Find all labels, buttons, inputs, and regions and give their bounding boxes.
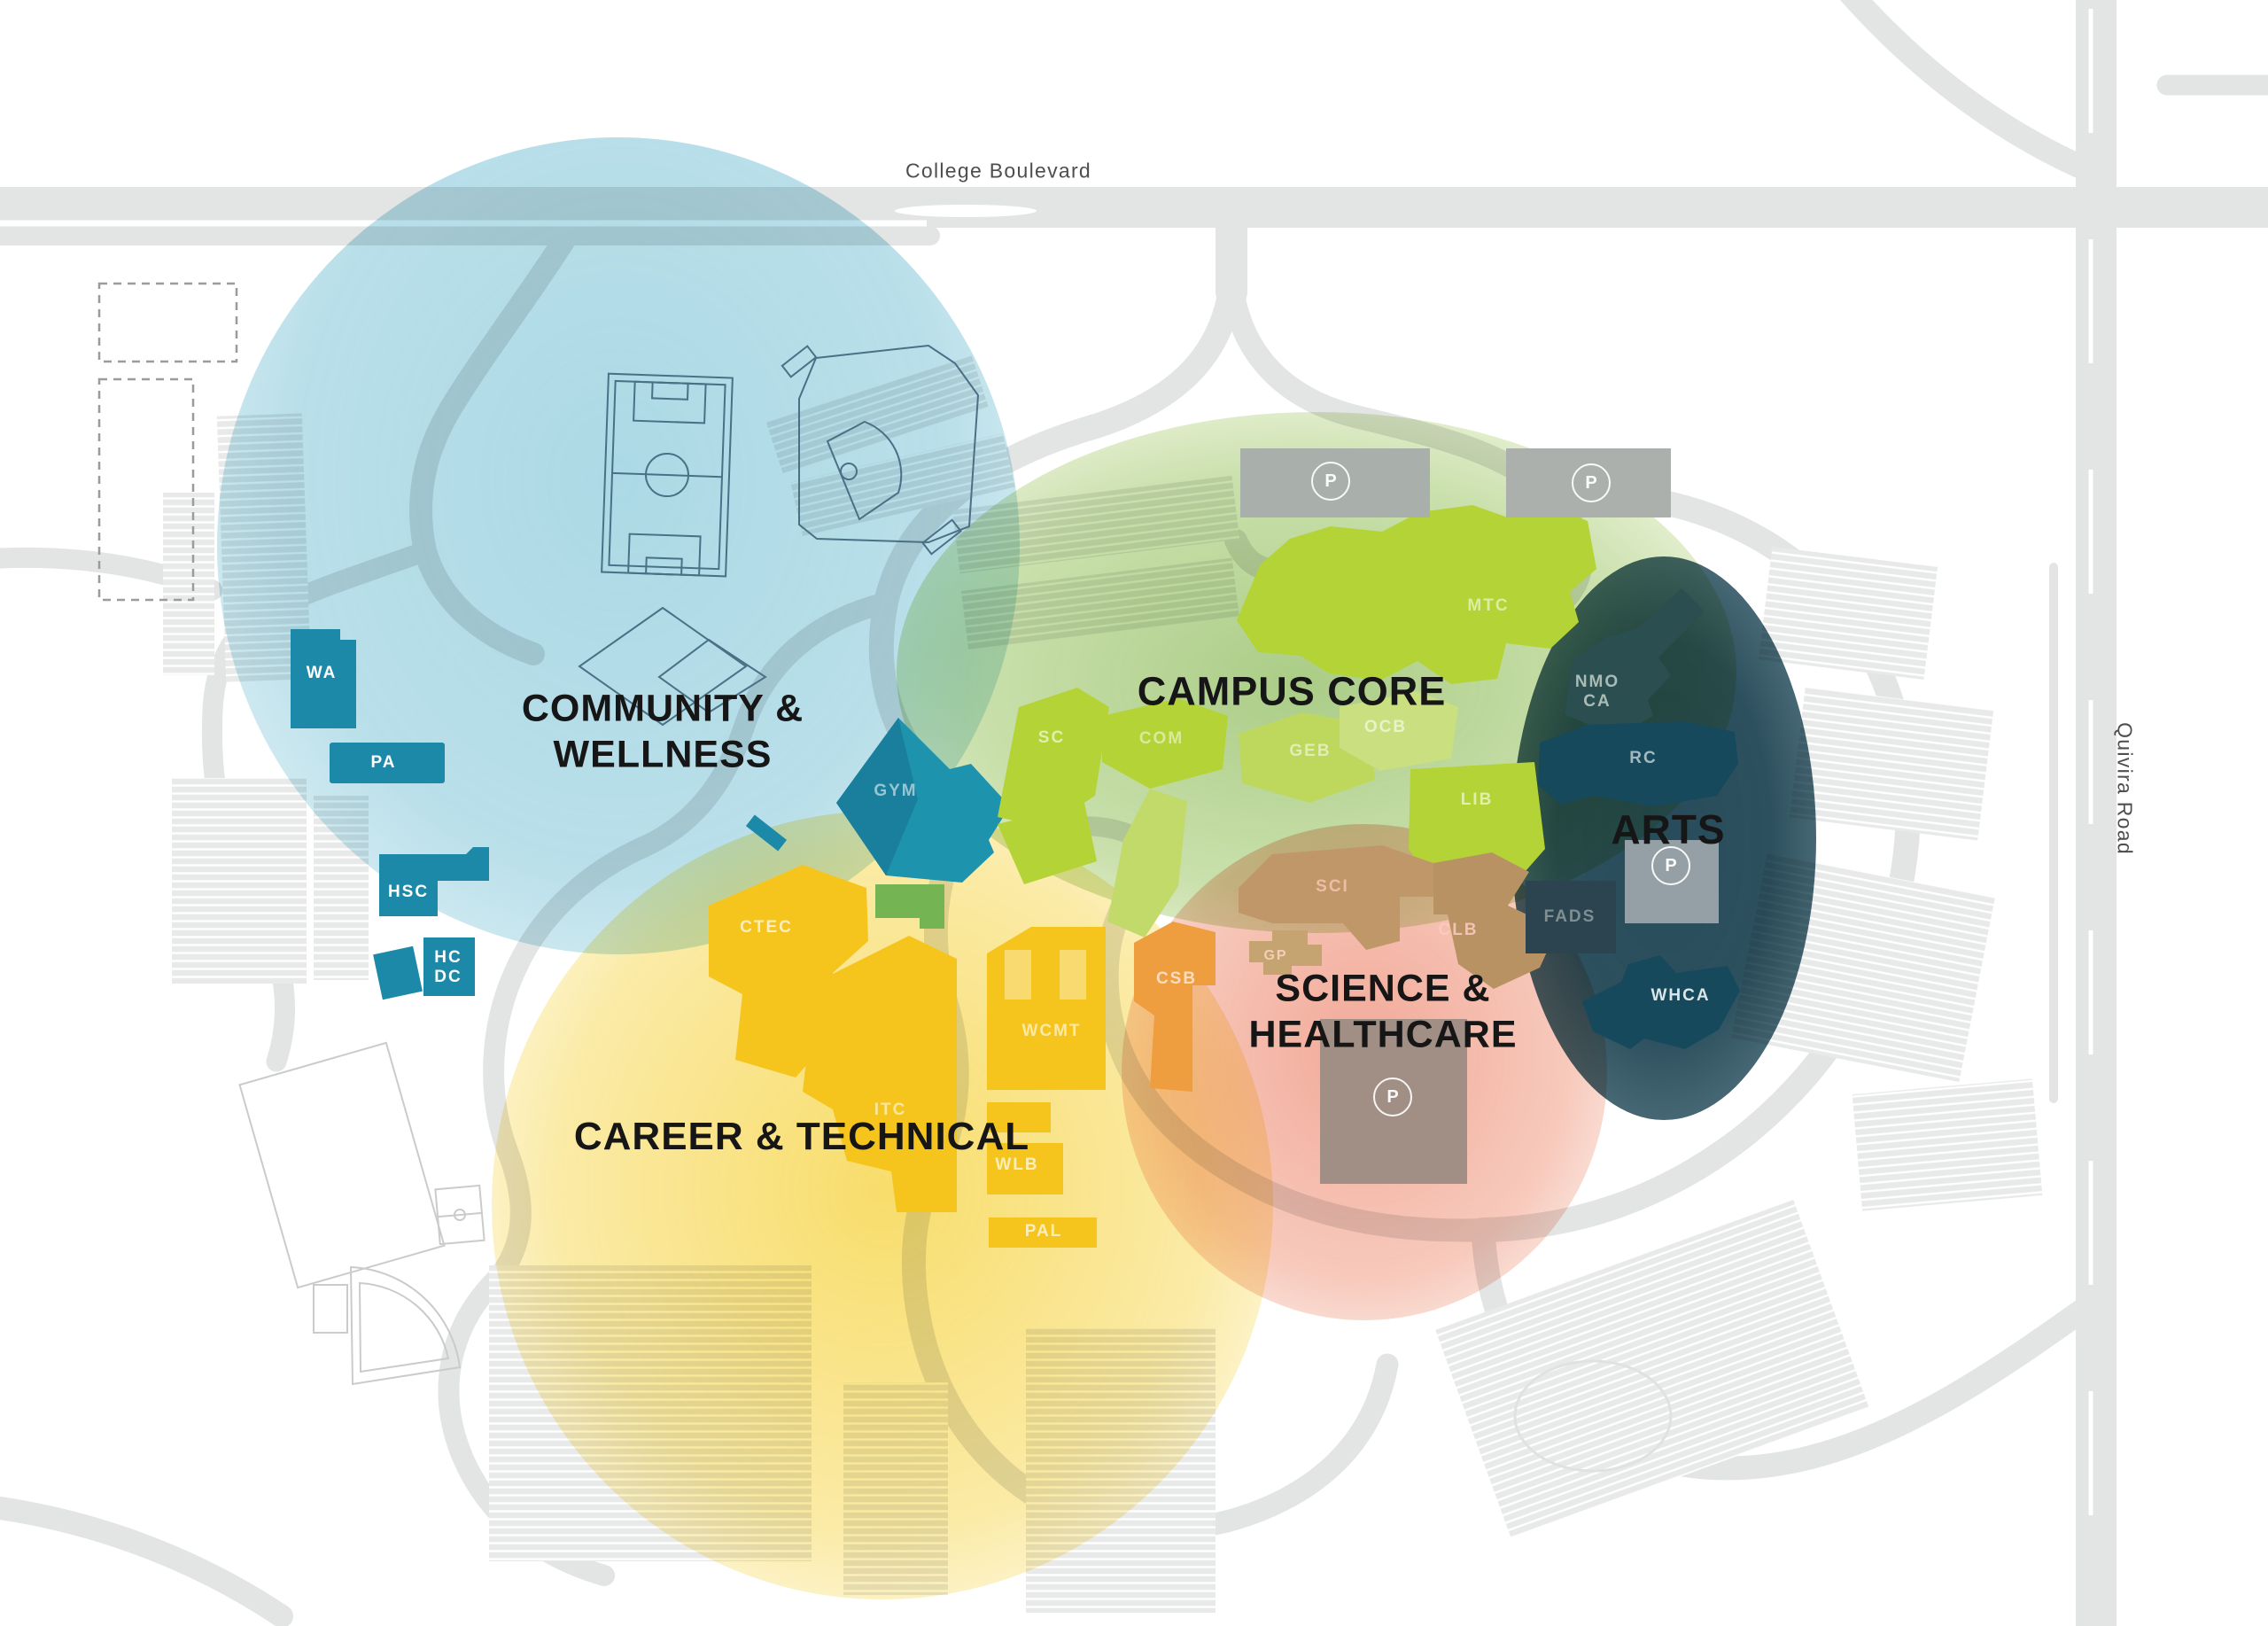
building-label-pal: PAL <box>1024 1222 1063 1241</box>
parking-garages-north <box>1240 448 1671 517</box>
building-label-gym: GYM <box>874 782 918 801</box>
parking-icon: P <box>1572 463 1611 502</box>
zone-label-arts: ARTS <box>1611 805 1726 852</box>
building-pal <box>989 1218 1097 1248</box>
building-label-ctec: CTEC <box>740 918 793 937</box>
parking-icon: P <box>1651 846 1690 885</box>
building-rc <box>1538 721 1738 806</box>
building-wlb <box>987 1143 1063 1194</box>
zone-label-career-technical: CAREER & TECHNICAL <box>573 1115 1030 1159</box>
building-label-wlb: WLB <box>995 1155 1039 1175</box>
building-label-hsc: HSC <box>387 883 430 902</box>
building-label-gp: GP <box>1263 947 1288 963</box>
road-label-college-boulevard: College Boulevard <box>905 159 1092 183</box>
building-whca <box>1582 955 1740 1049</box>
building-label-lib: LIB <box>1460 790 1494 810</box>
building-label-com: COM <box>1138 729 1184 749</box>
building-clb <box>1433 852 1557 989</box>
zone-label-community-wellness: COMMUNITY & WELLNESS <box>521 687 804 776</box>
building-label-mtc: MTC <box>1467 596 1510 616</box>
building-com <box>1102 698 1228 789</box>
building-hsc <box>379 847 489 916</box>
career-technical-buildings <box>709 865 1106 1248</box>
baseball-field-outline <box>781 344 980 556</box>
building-label-fads: FADS <box>1543 907 1596 927</box>
community-wellness-buildings <box>291 629 1010 1000</box>
building-label-sci: SCI <box>1316 877 1349 897</box>
building-label-rc: RC <box>1629 749 1658 768</box>
building-sc <box>998 688 1109 828</box>
athletic-fields <box>238 344 980 1386</box>
arts-buildings <box>1526 588 1740 1049</box>
parking-icon: P <box>1311 462 1350 501</box>
building-hcdc <box>423 937 475 996</box>
building-itc <box>803 936 957 1212</box>
building-fads <box>1526 881 1616 953</box>
building-wa <box>291 629 356 728</box>
building-nmoca <box>1565 588 1705 730</box>
building-label-geb: GEB <box>1289 742 1332 761</box>
practice-fields-outline <box>238 1041 485 1386</box>
softball-fields-outline <box>578 606 767 727</box>
building-gp <box>1249 930 1322 975</box>
building-label-itc: ITC <box>874 1101 907 1120</box>
building-label-wa: WA <box>306 664 338 683</box>
building-label-csb: CSB <box>1155 969 1198 989</box>
building-sci <box>1239 845 1433 950</box>
building-label-whca: WHCA <box>1651 986 1711 1006</box>
zone-label-campus-core: CAMPUS CORE <box>1137 668 1447 714</box>
soccer-field-outline <box>601 372 734 578</box>
building-label-sc: SC <box>1037 728 1066 748</box>
parking-icon: P <box>1373 1078 1412 1116</box>
building-pa <box>330 743 445 783</box>
zone-label-science-healthcare: SCIENCE & HEALTHCARE <box>1248 967 1518 1056</box>
building-label-nmoca: NMO CA <box>1574 673 1620 711</box>
building-label-hcdc: HC DC <box>434 948 462 986</box>
building-lib <box>1409 762 1545 893</box>
building-mtc <box>1237 503 1596 684</box>
road-label-quivira-road: Quivira Road <box>2113 722 2137 855</box>
building-label-wcmt: WCMT <box>1021 1022 1082 1041</box>
campus-core-buildings <box>875 503 1596 937</box>
building-label-clb: CLB <box>1438 921 1479 940</box>
building-label-pa: PA <box>370 753 397 773</box>
building-ocb <box>1340 691 1458 771</box>
building-csb <box>1134 922 1216 1092</box>
building-label-ocb: OCB <box>1363 718 1408 737</box>
